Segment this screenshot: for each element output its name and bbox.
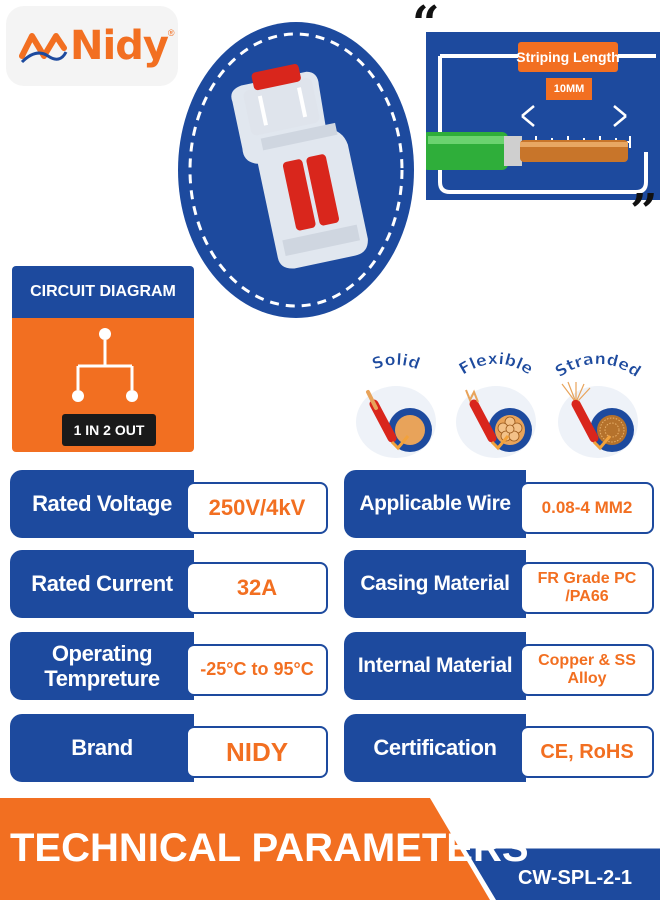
spec-label: Brand — [10, 714, 194, 782]
solid-wire-icon — [356, 386, 436, 458]
spec-label: Rated Voltage — [10, 470, 194, 538]
connector-product-image — [178, 22, 414, 318]
wire-type-stranded: Stranded — [550, 346, 646, 460]
spec-value: Copper & SS Alloy — [520, 644, 654, 696]
spec-label: Applicable Wire — [344, 470, 526, 538]
spec-label: Operating Tempreture — [10, 632, 194, 700]
spec-label: Certification — [344, 714, 526, 782]
spec-operating-temperature: Operating Tempreture -25°C to 95°C — [10, 632, 330, 704]
svg-text:Solid: Solid — [369, 350, 422, 374]
open-quote: “ — [412, 0, 440, 52]
brand-logo: Nidy ® — [6, 6, 178, 86]
spec-value: 0.08-4 MM2 — [520, 482, 654, 534]
spec-applicable-wire: Applicable Wire 0.08-4 MM2 — [344, 470, 656, 542]
wire-type-solid: Solid — [348, 346, 444, 460]
spec-rated-voltage: Rated Voltage 250V/4kV — [10, 470, 330, 542]
spec-brand: Brand NIDY — [10, 714, 330, 786]
circuit-branch-icon — [72, 328, 138, 402]
wire-type-solid-title: Solid — [369, 349, 423, 374]
spec-label: Rated Current — [10, 550, 194, 618]
technical-parameters-banner — [0, 798, 660, 900]
circuit-badge: 1 IN 2 OUT — [62, 414, 156, 446]
spec-value: -25°C to 95°C — [186, 644, 328, 696]
circuit-diagram-body: 1 IN 2 OUT — [12, 318, 194, 452]
striping-length-label: Striping Length — [516, 42, 620, 72]
banner-background — [0, 798, 660, 900]
wire-type-stranded-title: Stranded — [551, 349, 645, 382]
logo-text: Nidy — [70, 23, 169, 69]
svg-text:Flexible: Flexible — [455, 349, 536, 379]
banner-title: TECHNICAL PARAMETERS — [10, 826, 529, 870]
striping-length-panel: “ ” Striping Length 10MM — [412, 0, 660, 236]
spec-casing-material: Casing Material FR Grade PC /PA66 — [344, 550, 656, 622]
spec-value: NIDY — [186, 726, 328, 778]
spec-value: 250V/4kV — [186, 482, 328, 534]
wire-type-flexible: Flexible — [448, 346, 544, 460]
striping-length-value: 10MM — [546, 78, 592, 100]
model-code: CW-SPL-2-1 — [517, 866, 633, 889]
circuit-diagram-title: CIRCUIT DIAGRAM — [12, 266, 194, 318]
spec-internal-material: Internal Material Copper & SS Alloy — [344, 632, 656, 704]
registered-mark: ® — [167, 28, 175, 38]
nidy-wave-icon — [19, 33, 68, 64]
spec-certification: Certification CE, RoHS — [344, 714, 656, 786]
circuit-diagram-card: CIRCUIT DIAGRAM 1 IN 2 OUT — [12, 266, 194, 452]
flexible-wire-icon — [456, 386, 536, 458]
spec-label: Internal Material — [344, 632, 526, 700]
close-quote: ” — [630, 184, 658, 240]
spec-label: Casing Material — [344, 550, 526, 618]
spec-rated-current: Rated Current 32A — [10, 550, 330, 622]
spec-value: 32A — [186, 562, 328, 614]
wire-type-flexible-title: Flexible — [455, 348, 537, 379]
spec-value: FR Grade PC /PA66 — [520, 562, 654, 614]
wire-strip-illustration — [426, 54, 656, 194]
stranded-wire-icon — [558, 381, 638, 458]
spec-value: CE, RoHS — [520, 726, 654, 778]
svg-text:Stranded: Stranded — [551, 349, 644, 381]
